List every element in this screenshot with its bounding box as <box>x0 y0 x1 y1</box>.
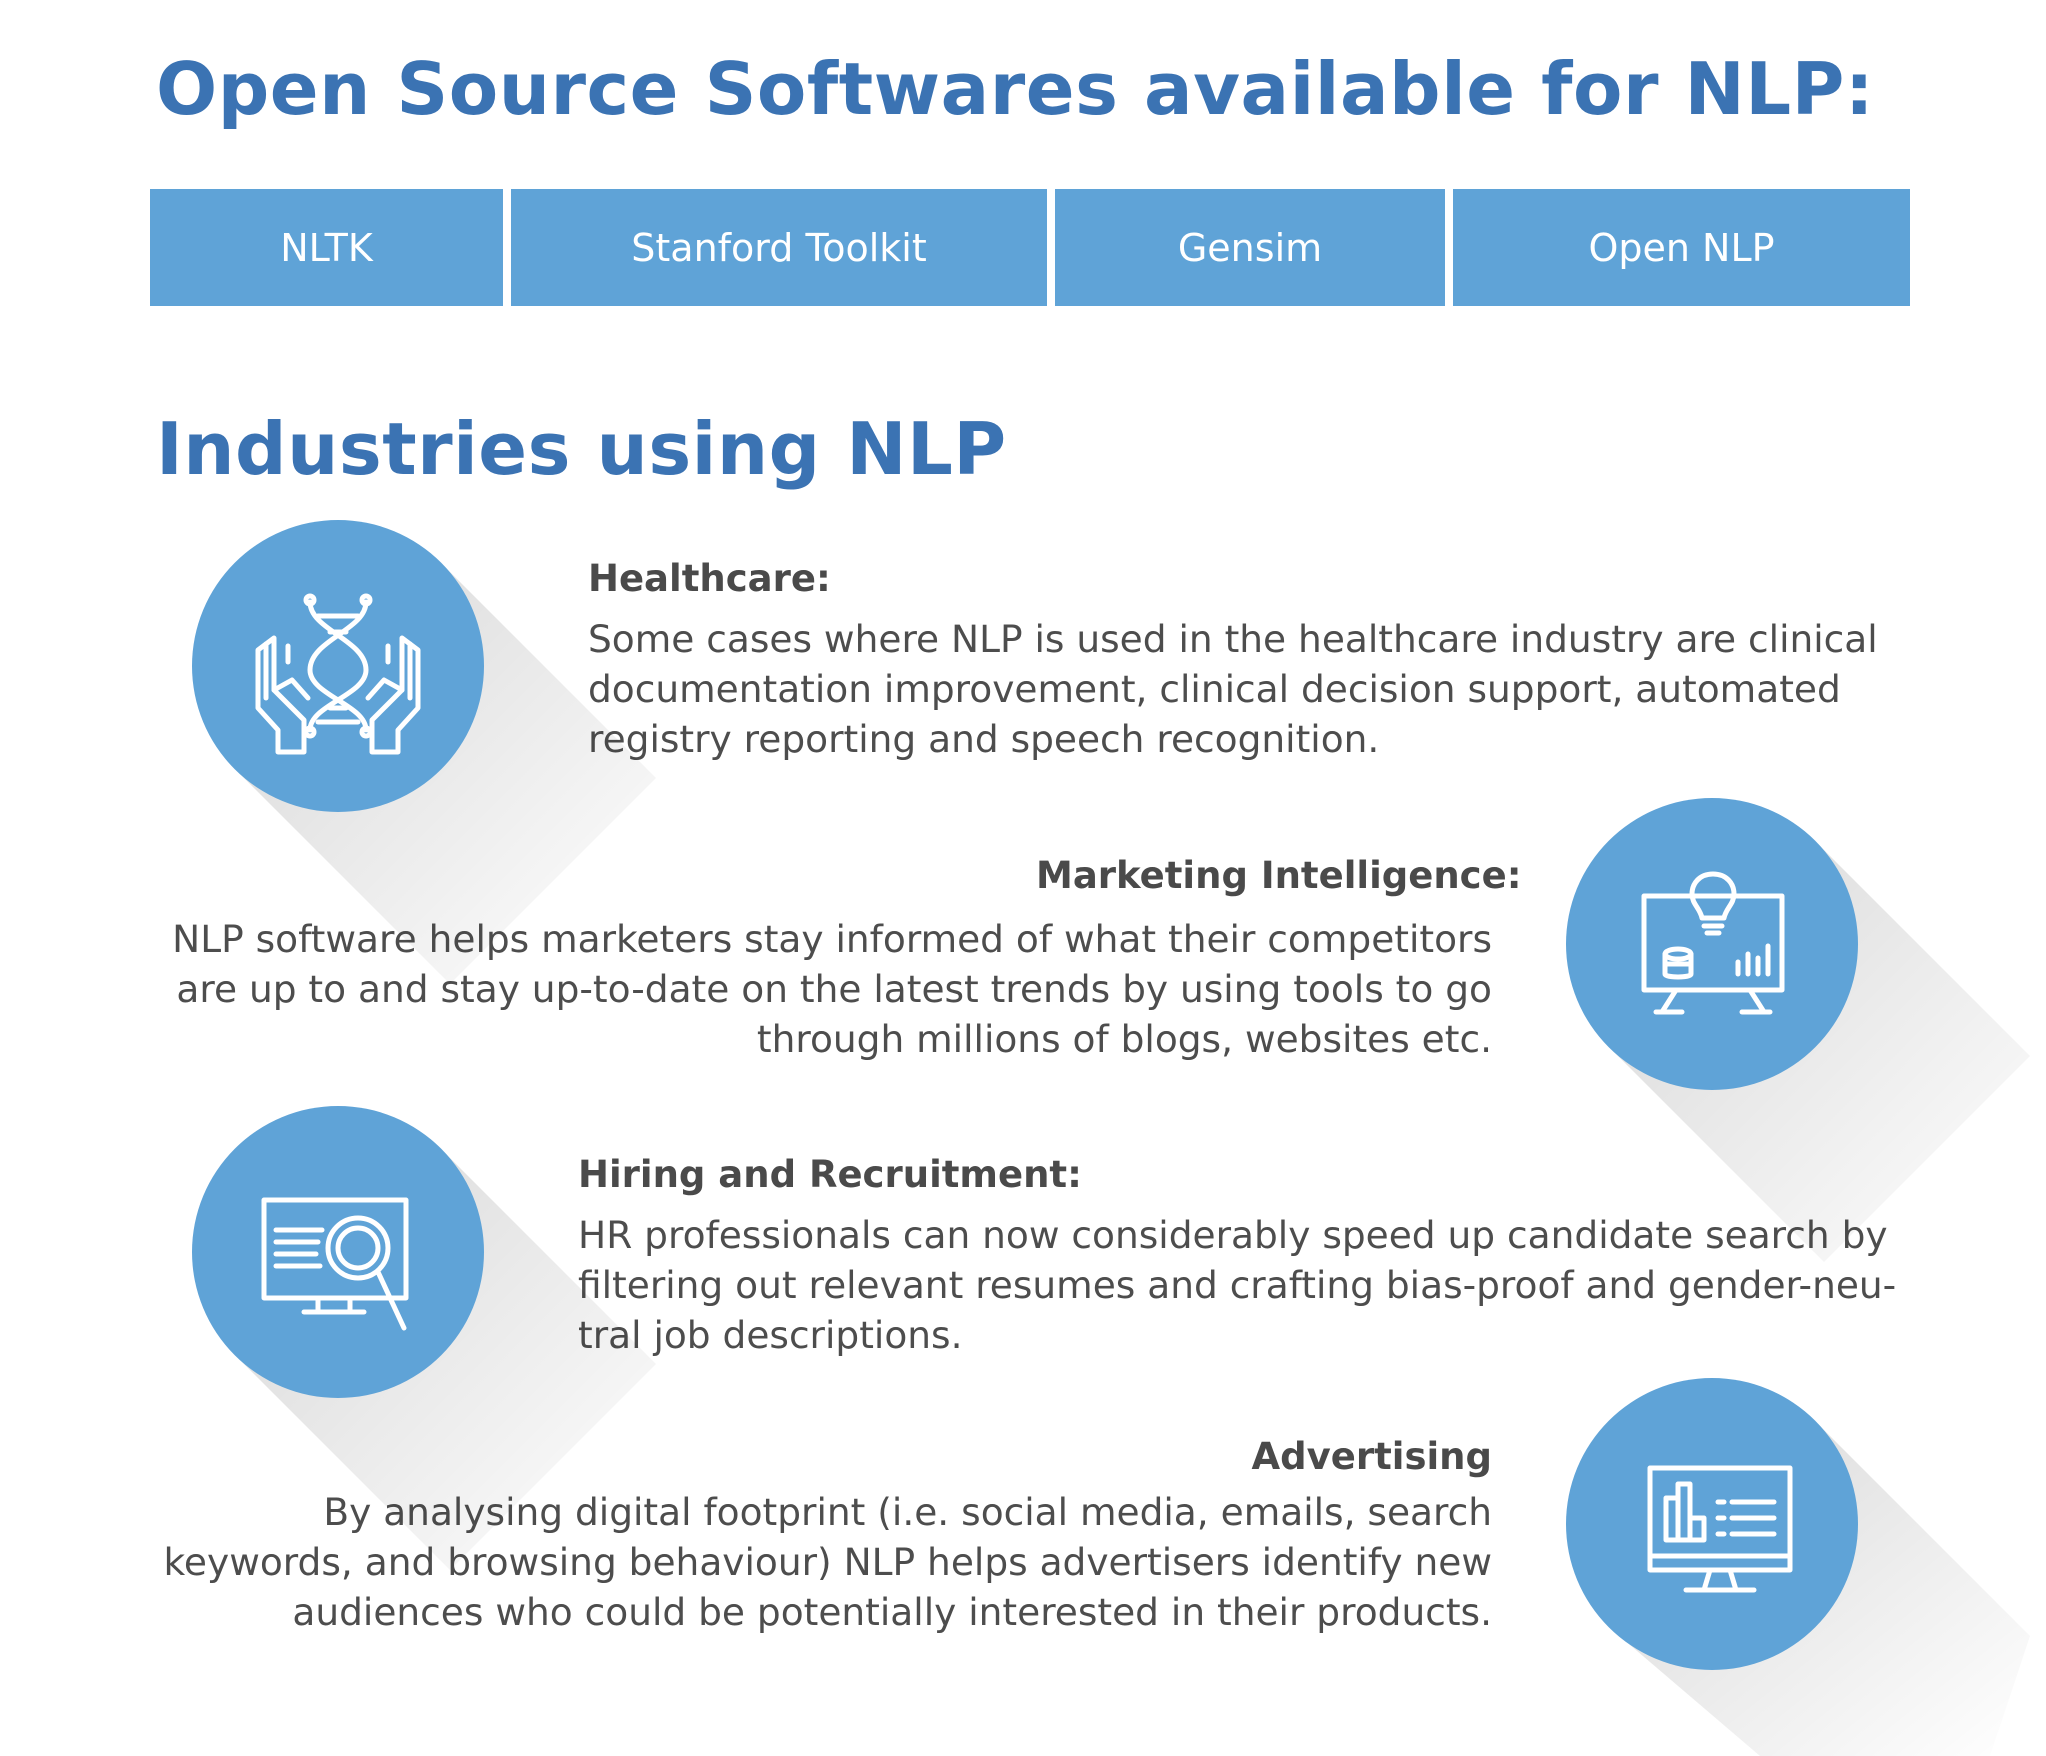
advertising-title: Advertising <box>1251 1435 1492 1478</box>
monitor-lightbulb-chart-icon <box>1641 871 1785 1015</box>
marketing-title: Marketing Intelligence: <box>1036 854 1522 897</box>
healthcare-circle <box>192 520 484 812</box>
industries-heading: Industries using NLP <box>156 407 1007 491</box>
hiring-circle <box>192 1106 484 1398</box>
marketing-text: NLP software helps marketers stay inform… <box>172 917 1492 1061</box>
monitor-dashboard-icon <box>1647 1465 1793 1593</box>
healthcare-badge <box>192 520 484 812</box>
hiring-badge <box>192 1106 484 1398</box>
healthcare-title: Healthcare: <box>588 557 831 600</box>
tool-gensim: Gensim <box>1055 189 1445 306</box>
advertising-badge <box>1566 1378 1858 1670</box>
advertising-circle <box>1566 1378 1858 1670</box>
page-title: Open Source Softwares available for NLP: <box>156 47 1875 131</box>
tool-nltk: NLTK <box>150 189 503 306</box>
tool-open-nlp: Open NLP <box>1453 189 1910 306</box>
tool-stanford-toolkit: Stanford Toolkit <box>511 189 1047 306</box>
hiring-text: HR professionals can now considerably sp… <box>578 1213 1897 1357</box>
marketing-badge <box>1566 798 1858 1090</box>
hiring-title: Hiring and Recruitment: <box>578 1153 1082 1196</box>
monitor-magnifier-icon <box>261 1197 409 1331</box>
marketing-circle <box>1566 798 1858 1090</box>
dna-hands-icon <box>255 593 421 755</box>
healthcare-text: Some cases where NLP is used in the heal… <box>588 617 1878 761</box>
